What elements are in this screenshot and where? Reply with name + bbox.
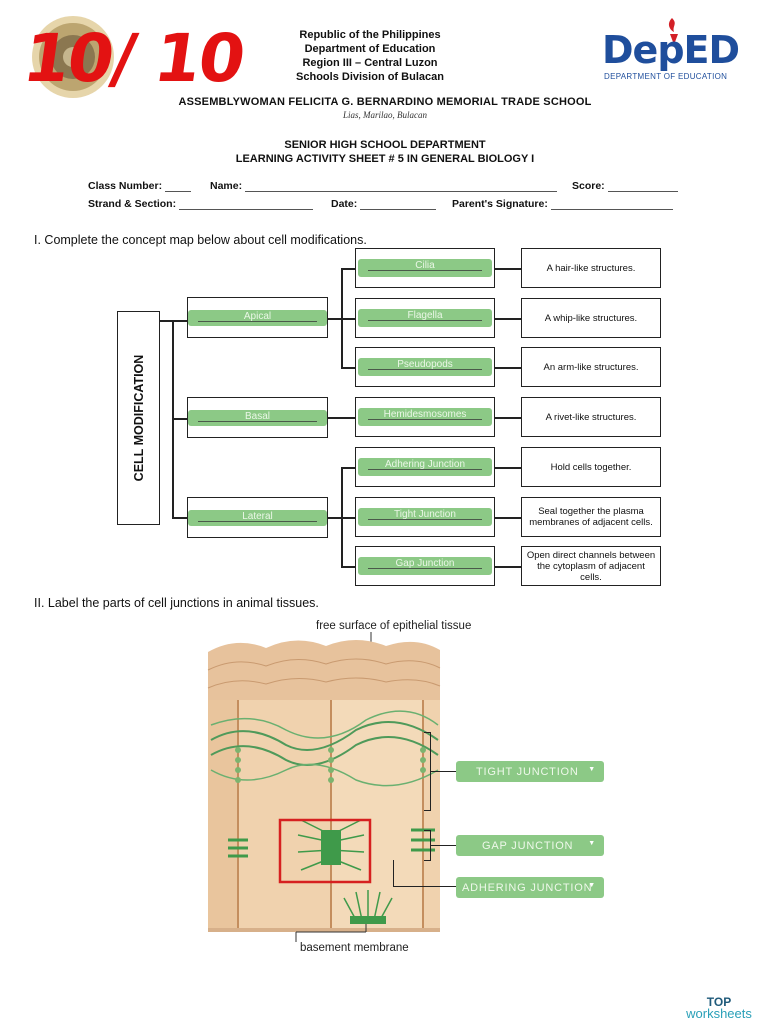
label-dropdown-gap-junction[interactable]: GAP JUNCTION▼ — [456, 835, 604, 856]
header-line: Republic of the Philippines — [200, 28, 540, 42]
chevron-down-icon: ▼ — [588, 766, 596, 773]
chevron-down-icon: ▼ — [588, 840, 596, 847]
concept-root-box: CELL MODIFICATION — [117, 311, 160, 525]
date-label: Date: — [331, 198, 357, 210]
deped-logo: DepED DEPARTMENT OF EDUCATION — [600, 14, 750, 84]
score-field[interactable]: Score: — [572, 180, 678, 192]
level1-box-lateral: Lateral — [187, 497, 328, 538]
label-dropdown-tight-junction[interactable]: TIGHT JUNCTION▼ — [456, 761, 604, 782]
answer-field-hemidesmosomes[interactable]: Hemidesmosomes — [358, 408, 492, 426]
description-box: Seal together the plasma membranes of ad… — [521, 497, 661, 537]
answer-field-tight-junction[interactable]: Tight Junction — [358, 508, 492, 526]
concept-root-label: CELL MODIFICATION — [132, 355, 146, 482]
level2-box-hemidesmosomes: Hemidesmosomes — [355, 397, 495, 437]
answer-field-adhering-junction[interactable]: Adhering Junction — [358, 458, 492, 476]
header-line: Schools Division of Bulacan — [200, 70, 540, 84]
signature-field[interactable]: Parent's Signature: — [452, 198, 673, 210]
answer-field-pseudopods[interactable]: Pseudopods — [358, 358, 492, 376]
label-dropdown-adhering-junction[interactable]: ADHERING JUNCTION▼ — [456, 877, 604, 898]
header-line: Department of Education — [200, 42, 540, 56]
answer-field-basal[interactable]: Basal — [188, 410, 327, 426]
strand-section-label: Strand & Section: — [88, 198, 176, 210]
description-box: An arm-like structures. — [521, 347, 661, 387]
level2-box-gap-junction: Gap Junction — [355, 546, 495, 586]
school-name: ASSEMBLYWOMAN FELICITA G. BERNARDINO MEM… — [100, 96, 670, 108]
signature-label: Parent's Signature: — [452, 198, 548, 210]
level2-box-flagella: Flagella — [355, 298, 495, 338]
answer-field-apical[interactable]: Apical — [188, 310, 327, 326]
answer-field-gap-junction[interactable]: Gap Junction — [358, 557, 492, 575]
description-box: A rivet-like structures. — [521, 397, 661, 437]
answer-field-flagella[interactable]: Flagella — [358, 309, 492, 327]
level2-box-tight-junction: Tight Junction — [355, 497, 495, 537]
description-box: Open direct channels between the cytopla… — [521, 546, 661, 586]
description-box: Hold cells together. — [521, 447, 661, 487]
class-number-label: Class Number: — [88, 180, 162, 192]
strand-section-field[interactable]: Strand & Section: — [88, 198, 313, 210]
level1-box-basal: Basal — [187, 397, 328, 438]
name-field[interactable]: Name: — [210, 180, 557, 192]
description-box: A whip-like structures. — [521, 298, 661, 338]
topworksheets-watermark: TOP worksheets — [674, 996, 764, 1020]
answer-field-cilia[interactable]: Cilia — [358, 259, 492, 277]
name-label: Name: — [210, 180, 242, 192]
score-label: Score: — [572, 180, 605, 192]
header-line: Region III – Central Luzon — [200, 56, 540, 70]
bottom-caption: basement membrane — [300, 942, 409, 954]
level2-box-pseudopods: Pseudopods — [355, 347, 495, 387]
department-name: SENIOR HIGH SCHOOL DEPARTMENT — [150, 138, 620, 152]
header-block: Republic of the Philippines Department o… — [200, 28, 540, 84]
level2-box-cilia: Cilia — [355, 248, 495, 288]
department-block: SENIOR HIGH SCHOOL DEPARTMENT LEARNING A… — [150, 138, 620, 166]
school-location: Lias, Marilao, Bulacan — [200, 110, 570, 120]
part1-instruction: I. Complete the concept map below about … — [34, 233, 367, 247]
date-field[interactable]: Date: — [331, 198, 436, 210]
answer-field-lateral[interactable]: Lateral — [188, 510, 327, 526]
part2-instruction: II. Label the parts of cell junctions in… — [34, 596, 319, 610]
description-box: A hair-like structures. — [521, 248, 661, 288]
epithelial-tissue-illustration — [206, 630, 442, 942]
deped-tagline: DEPARTMENT OF EDUCATION — [604, 72, 727, 81]
sheet-title: LEARNING ACTIVITY SHEET # 5 IN GENERAL B… — [150, 152, 620, 166]
deped-wordmark: DepED — [602, 28, 739, 72]
chevron-down-icon: ▼ — [588, 882, 596, 889]
class-number-field[interactable]: Class Number: — [88, 180, 191, 192]
level2-box-adhering-junction: Adhering Junction — [355, 447, 495, 487]
level1-box-apical: Apical — [187, 297, 328, 338]
